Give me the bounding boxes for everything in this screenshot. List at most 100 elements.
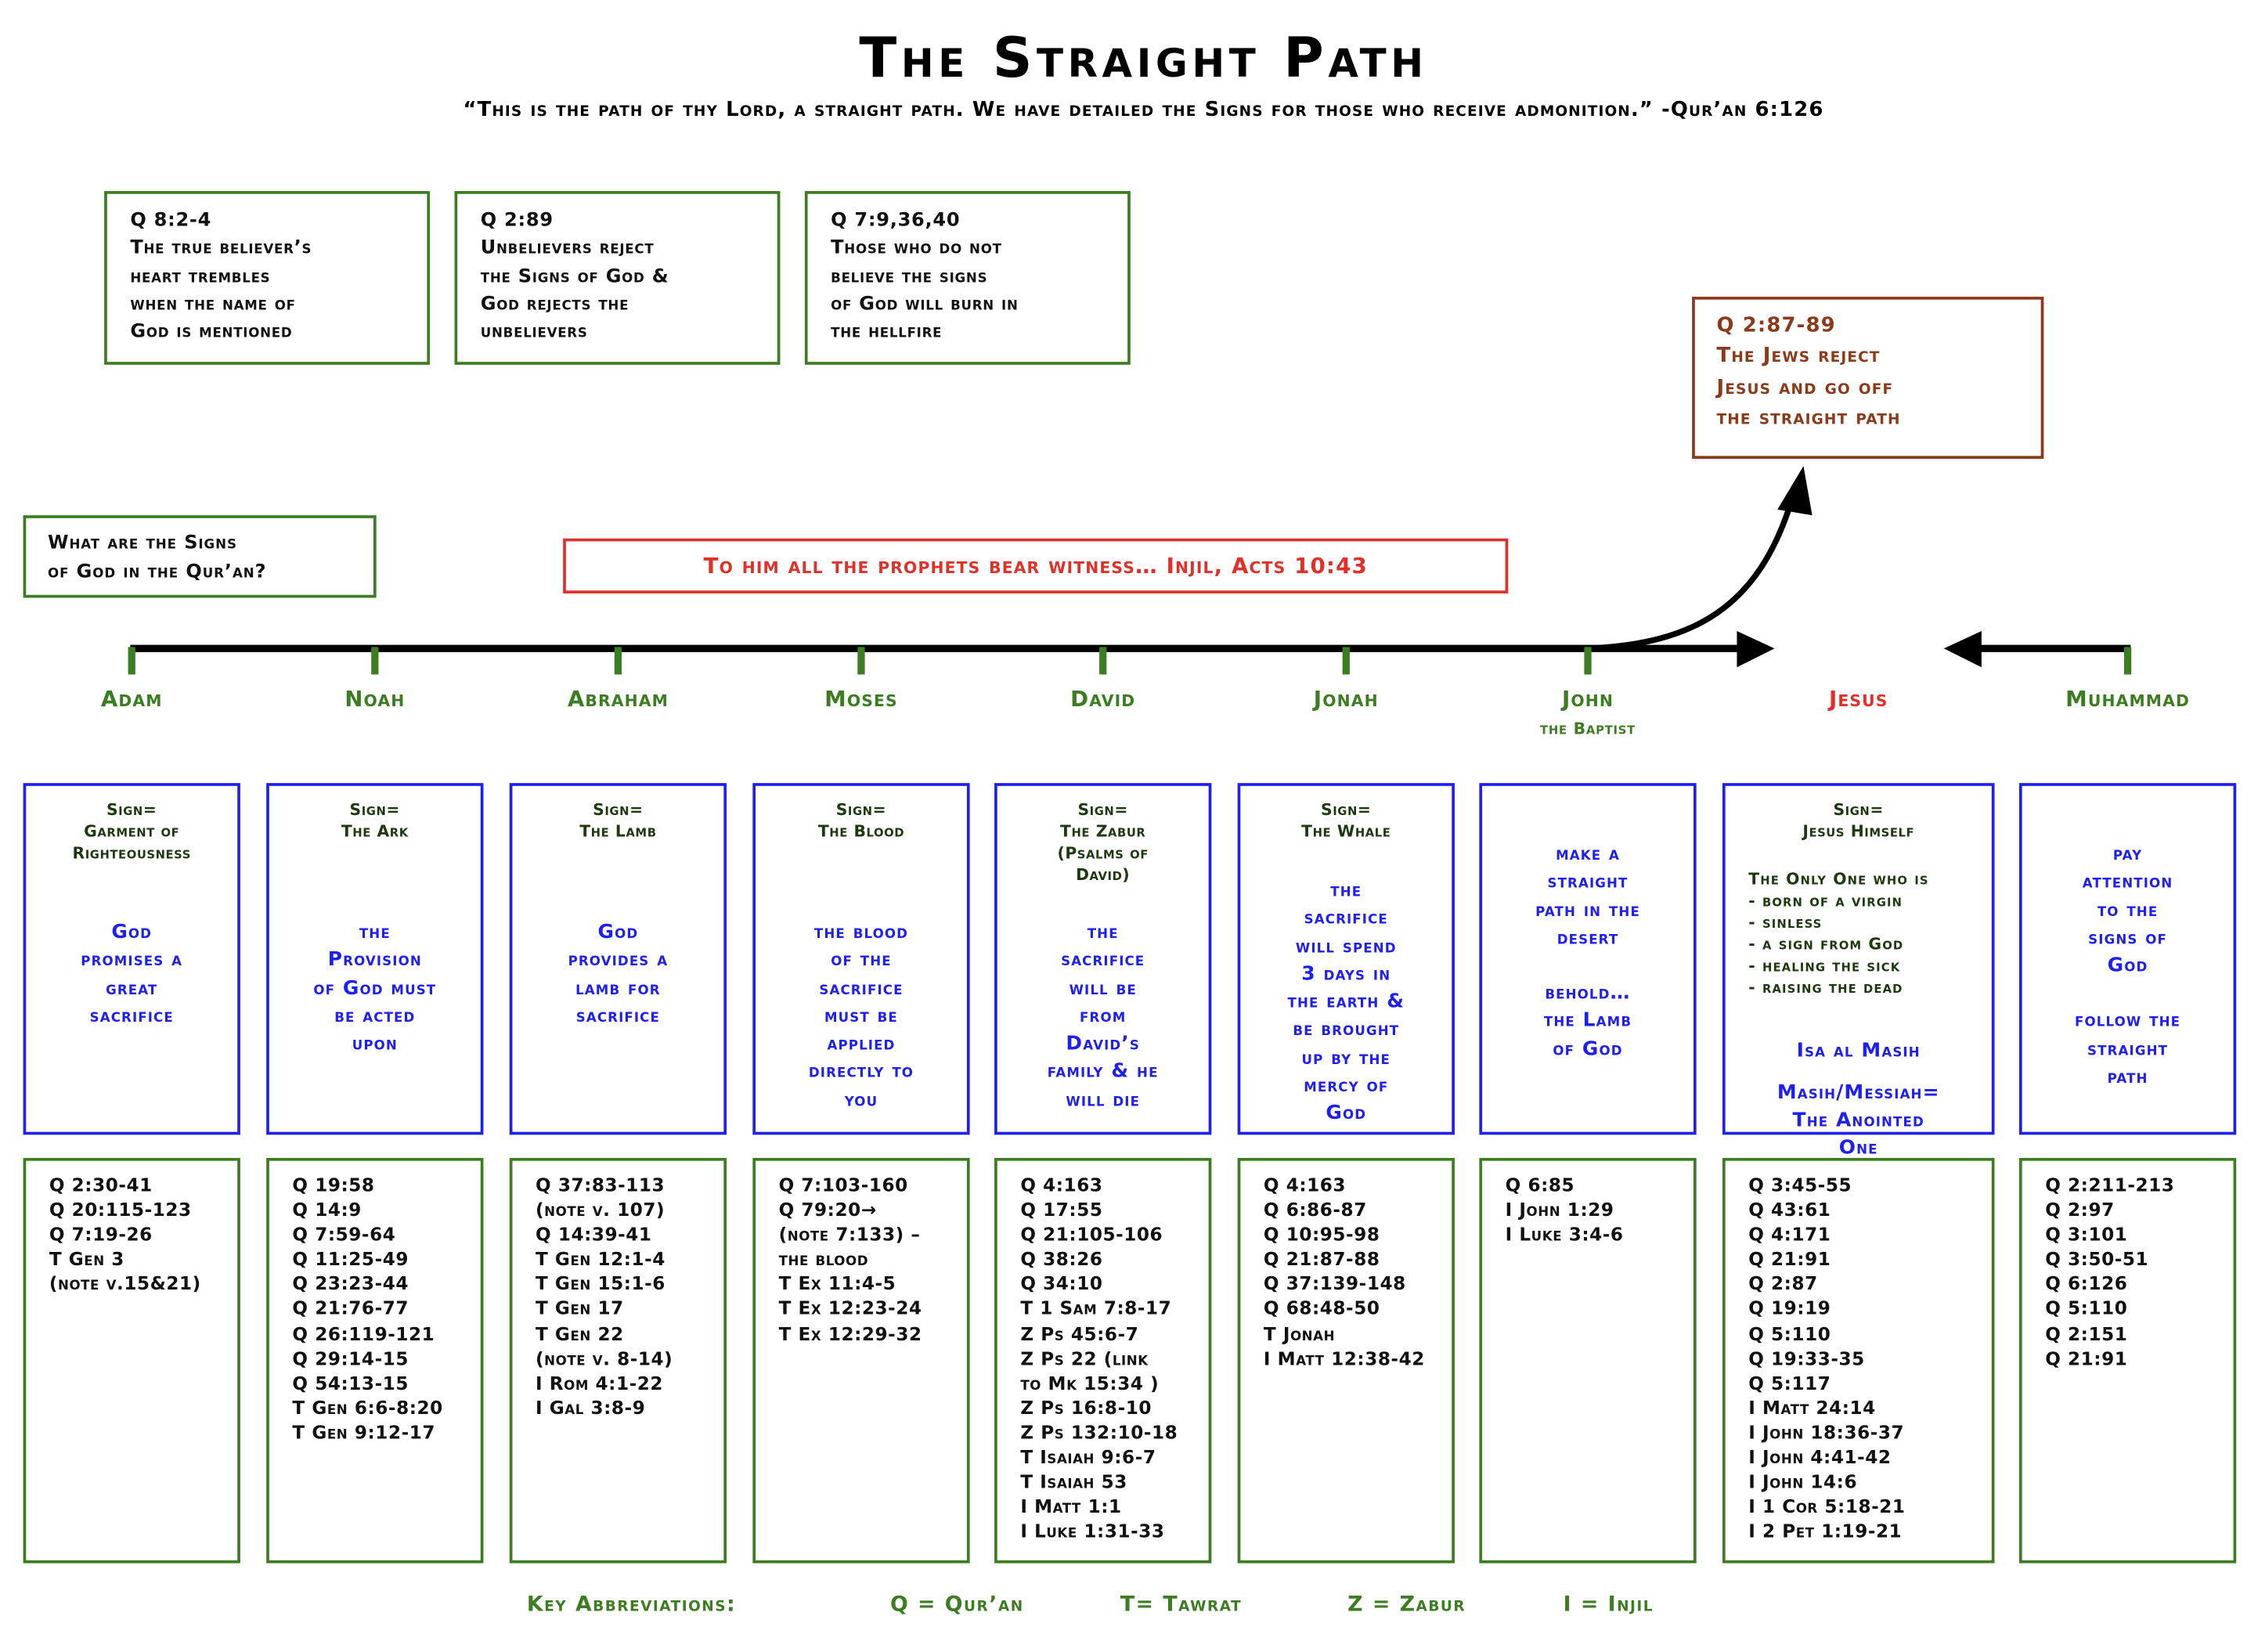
sign-attribute-list: The Only One who is- born of a virgin- s… bbox=[1726, 868, 1992, 999]
sign-text-line: of God bbox=[1553, 1037, 1623, 1061]
sign-header-line: Sign= bbox=[1321, 800, 1372, 820]
sign-text-line: 3 days in bbox=[1301, 962, 1391, 986]
page-title: The Straight Path bbox=[859, 26, 1428, 90]
reference-item: Q 19:58 bbox=[292, 1174, 375, 1196]
sign-text-line: David’s bbox=[1066, 1032, 1140, 1056]
reference-item: T Gen 9:12-17 bbox=[292, 1421, 435, 1444]
jews-reject-box: Q 2:87-89 The Jews reject Jesus and go o… bbox=[1692, 296, 2044, 460]
reference-item: Q 26:119-121 bbox=[292, 1322, 435, 1344]
reference-item: Q 7:19-26 bbox=[49, 1223, 153, 1246]
sign-text-line: must be bbox=[824, 1004, 898, 1028]
reference-item: Z Ps 132:10-18 bbox=[1020, 1421, 1178, 1444]
reference-item: Q 7:103-160 bbox=[778, 1174, 908, 1196]
reference-item: Q 14:9 bbox=[292, 1198, 362, 1221]
sign-text-line: sacrifice bbox=[1061, 948, 1145, 972]
sign-header-line: Sign= bbox=[835, 800, 887, 820]
reference-item: Q 2:211-213 bbox=[2045, 1174, 2175, 1196]
sign-text-line: follow the bbox=[2075, 1009, 2181, 1033]
sign-text-line: great bbox=[106, 976, 158, 1000]
sign-text-line: sacrifice bbox=[819, 976, 904, 1000]
sign-header-line: David) bbox=[1076, 865, 1131, 885]
prophet-name-jesus: Jesus bbox=[1828, 686, 1888, 712]
reference-item: Q 6:85 bbox=[1505, 1174, 1575, 1196]
sign-header-line: The Ark bbox=[341, 822, 409, 842]
reference-item: Q 7:59-64 bbox=[292, 1223, 396, 1246]
sign-text-line: God bbox=[2107, 954, 2148, 978]
jews-box-line: the straight path bbox=[1716, 406, 1901, 430]
sign-text-line: Provision bbox=[327, 948, 422, 972]
reference-item: Q 20:115-123 bbox=[49, 1198, 192, 1221]
sign-description: The Only One who is- born of a virgin- s… bbox=[1726, 868, 1992, 1163]
sign-text-line: the Lamb bbox=[1543, 1009, 1632, 1033]
reference-item: Q 54:13-15 bbox=[292, 1372, 409, 1394]
sign-text-line: One bbox=[1838, 1137, 1878, 1160]
reference-item: I John 4:41-42 bbox=[1748, 1445, 1892, 1468]
reference-item: I Gal 3:8-9 bbox=[536, 1396, 646, 1419]
verse-box-line: unbelievers bbox=[480, 321, 588, 344]
sign-header-line: Garment of bbox=[84, 822, 180, 842]
reference-item: T Gen 22 bbox=[536, 1322, 624, 1344]
jews-box-line: The Jews reject bbox=[1716, 344, 1881, 369]
sign-text-line: - healing the sick bbox=[1748, 957, 1901, 976]
reference-item: I Matt 12:38-42 bbox=[1263, 1347, 1425, 1369]
verse-box-line: God is mentioned bbox=[130, 321, 293, 344]
reference-item: T Isaiah 9:6-7 bbox=[1020, 1445, 1156, 1468]
reference-item: Q 21:87-88 bbox=[1263, 1248, 1380, 1270]
key-label: Key Abbreviations: bbox=[526, 1593, 737, 1617]
key-item-injil: I = Injil bbox=[1563, 1593, 1654, 1617]
reference-item: Q 6:86-87 bbox=[1263, 1198, 1367, 1221]
jews-box-line: Q 2:87-89 bbox=[1716, 314, 1836, 337]
verse-box-line: the Signs of God & bbox=[480, 265, 669, 288]
reference-item: T Ex 12:29-32 bbox=[778, 1322, 922, 1344]
verse-box-line: Q 7:9,36,40 bbox=[831, 210, 961, 232]
reference-item: Q 17:55 bbox=[1020, 1198, 1103, 1221]
verse-box-line: Q 8:2-4 bbox=[130, 210, 212, 232]
reference-item: Q 19:33-35 bbox=[1748, 1347, 1865, 1369]
reference-item: Q 3:101 bbox=[2045, 1223, 2128, 1246]
reference-item: T Ex 12:23-24 bbox=[778, 1297, 922, 1320]
reference-item: Q 2:151 bbox=[2045, 1322, 2128, 1344]
reference-item: T Gen 12:1-4 bbox=[536, 1248, 665, 1270]
reference-item: T Isaiah 53 bbox=[1020, 1470, 1127, 1493]
reference-item: T Gen 6:6-8:20 bbox=[292, 1396, 443, 1419]
sign-header: Sign=The Whale bbox=[1240, 799, 1452, 842]
prophet-name-abraham: Abraham bbox=[567, 686, 669, 712]
sign-text-line: family & he bbox=[1047, 1060, 1159, 1084]
key-item-quran: Q = Qur’an bbox=[889, 1593, 1024, 1617]
sign-header-line: The Zabur bbox=[1060, 822, 1146, 842]
sign-text-line: the bbox=[1330, 878, 1362, 902]
sign-text-line: The Only One who is bbox=[1748, 870, 1929, 889]
witness-banner: To him all the prophets bear witness… In… bbox=[563, 538, 1509, 593]
prophet-name-moses: Moses bbox=[824, 686, 898, 712]
timeline-arrowhead-left bbox=[1943, 631, 1982, 668]
verse-box-line: Q 2:89 bbox=[480, 210, 554, 232]
sign-header-line: Sign= bbox=[106, 800, 157, 820]
sign-text-line: make a bbox=[1556, 842, 1620, 866]
sign-text-line: be brought bbox=[1293, 1018, 1400, 1042]
sign-text-line: - born of a virgin bbox=[1748, 891, 1903, 911]
prophet-name-noah: Noah bbox=[344, 686, 406, 712]
sign-text-line: desert bbox=[1556, 925, 1619, 950]
sign-text-line: of the bbox=[831, 948, 892, 972]
prophet-subname: the Baptist bbox=[1540, 719, 1636, 738]
reference-item: Q 34:10 bbox=[1020, 1272, 1103, 1295]
reference-item: (note v. 8-14) bbox=[536, 1347, 673, 1369]
verse-box-line: when the name of bbox=[130, 294, 296, 316]
